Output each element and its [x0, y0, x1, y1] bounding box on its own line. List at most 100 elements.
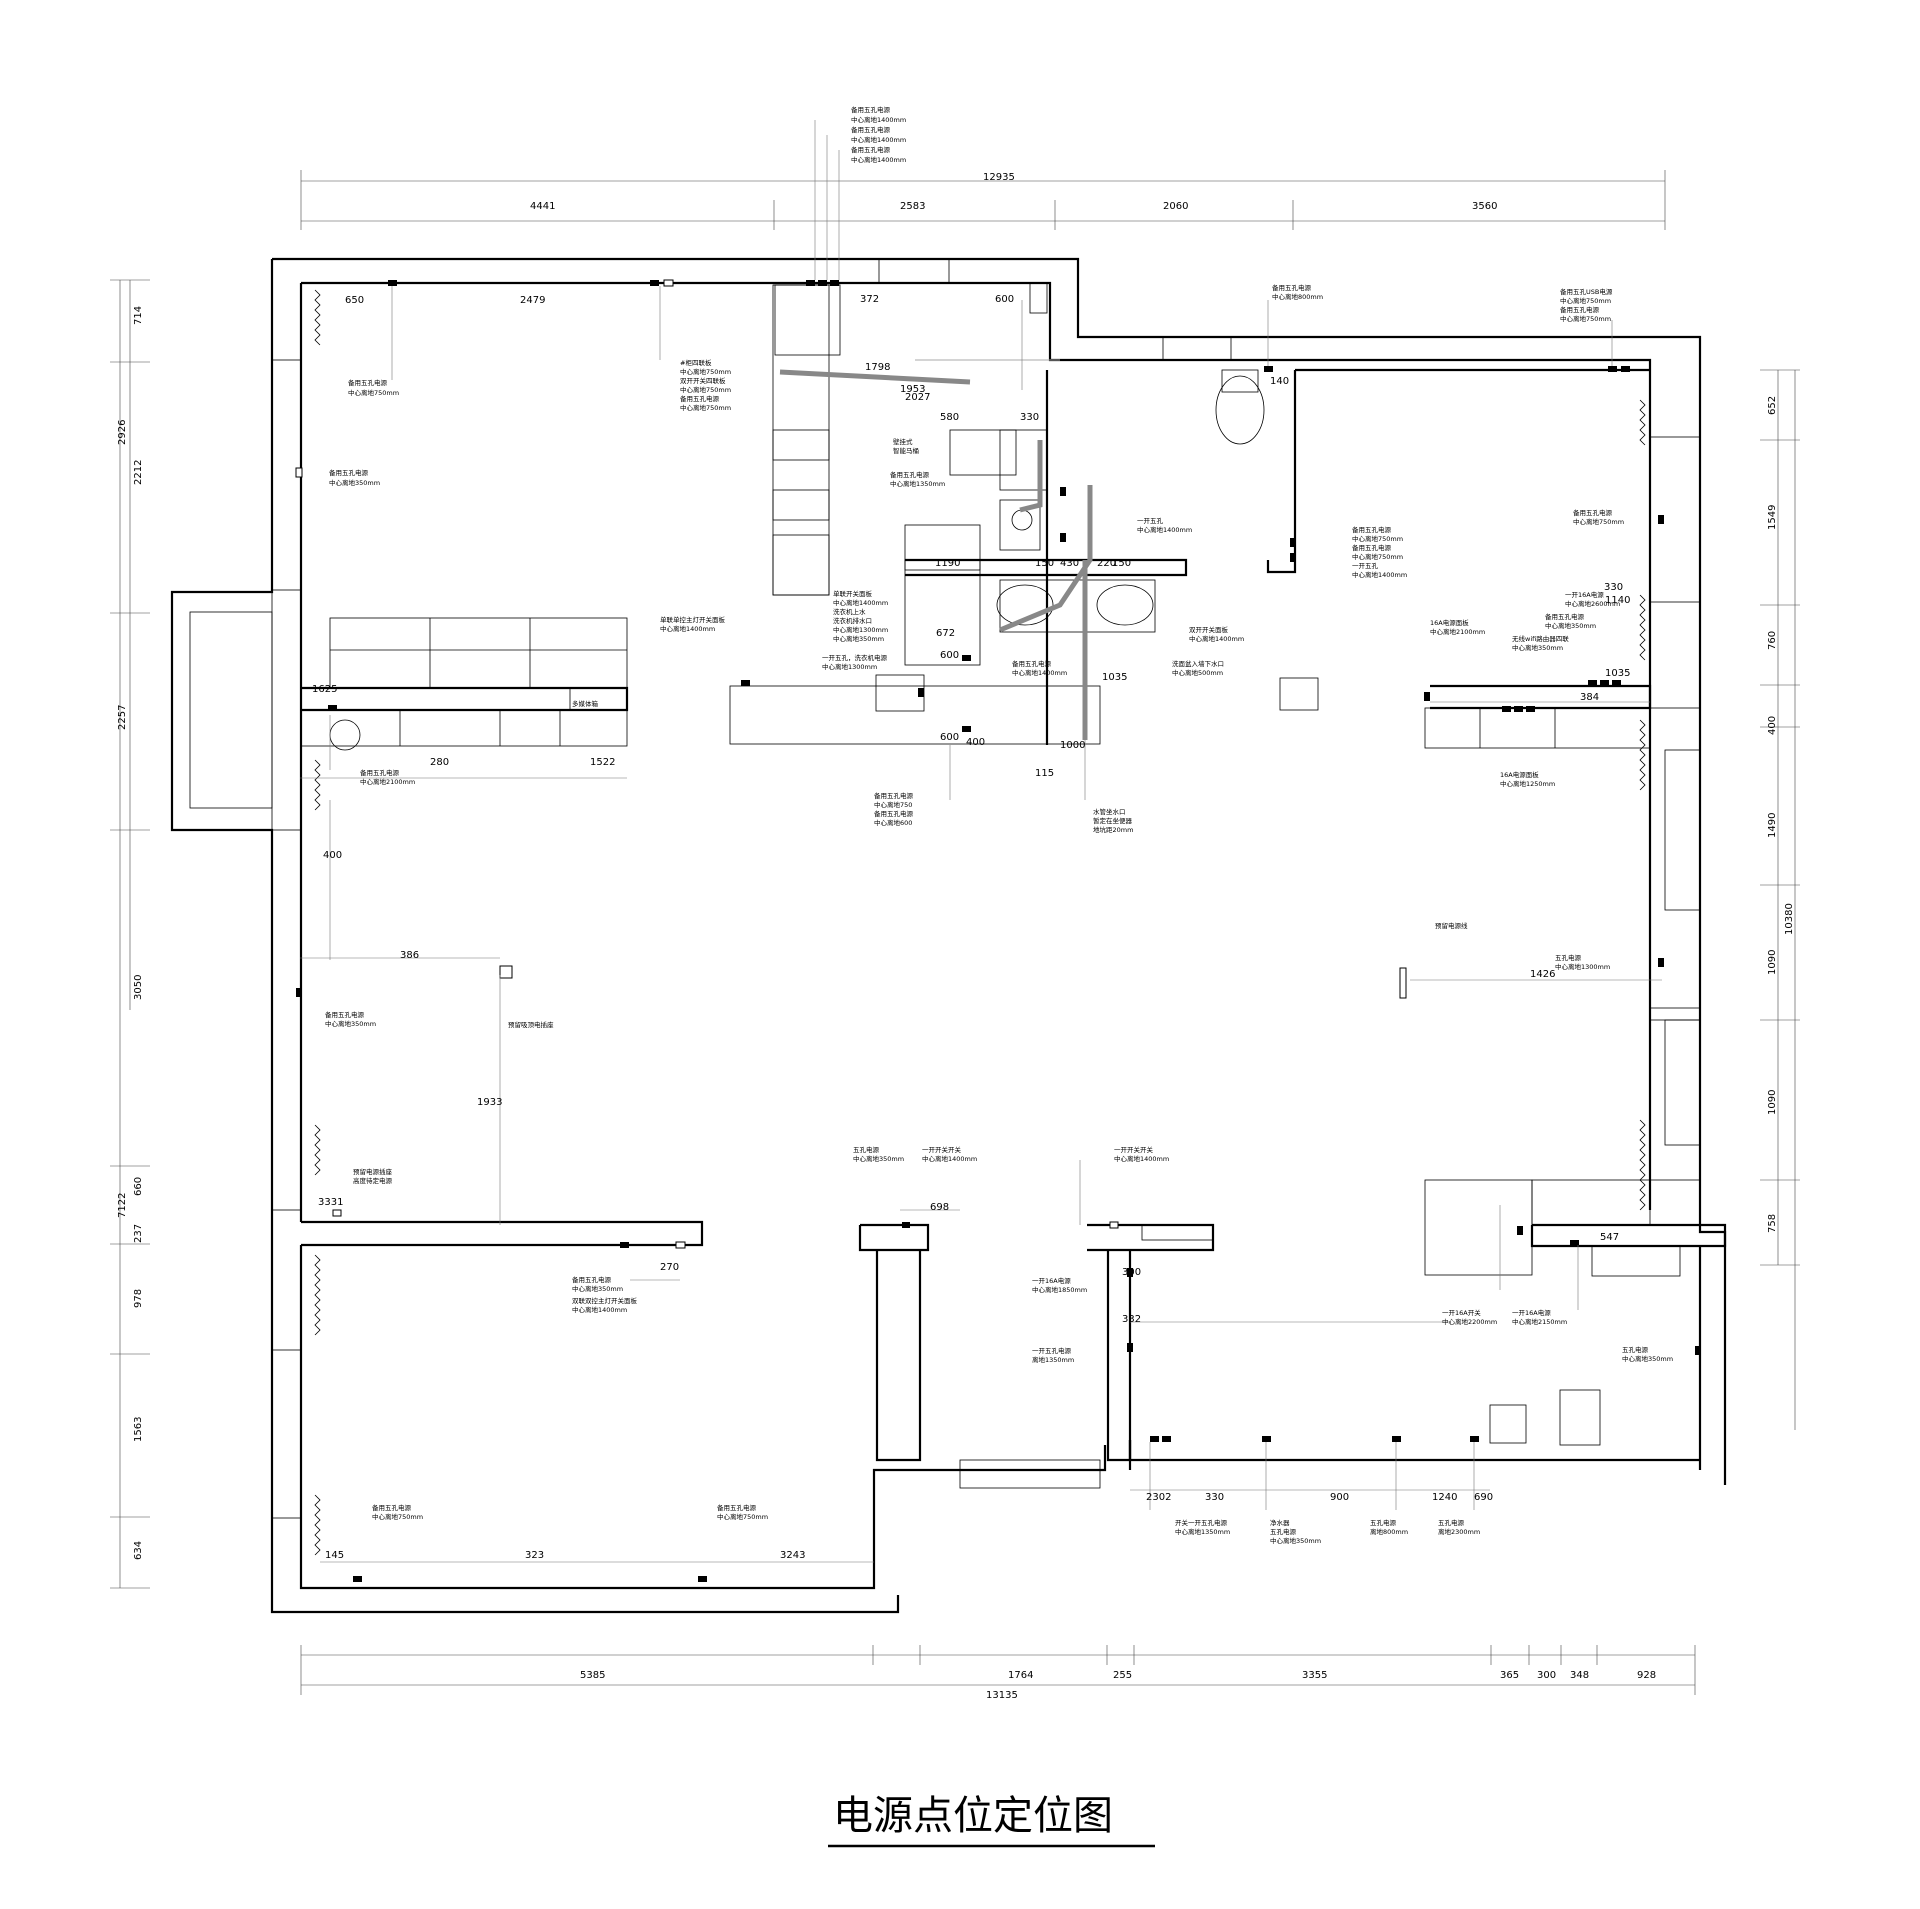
- dim-inner: 330: [1205, 1492, 1224, 1503]
- note-a41: 五孔电源: [1438, 1518, 1465, 1527]
- dim-bottom-seg: 255: [1113, 1670, 1132, 1681]
- dim-left-lower: 634: [133, 1541, 144, 1560]
- note-a10: 备用五孔电源: [1012, 659, 1052, 668]
- note-top-outlets: 中心离地1400mm: [851, 115, 906, 124]
- dim-left-lower: 660: [133, 1177, 144, 1196]
- note-a33: 中心离地1850mm: [1032, 1285, 1087, 1294]
- dim-inner: 650: [345, 295, 364, 306]
- dim-inner: 323: [525, 1550, 544, 1561]
- note-a34: 离地1350mm: [1032, 1355, 1074, 1364]
- inner-walls: [271, 282, 1727, 1519]
- note-a2: 中心离地350mm: [329, 478, 380, 487]
- note-a12: 洗面盆入墙下水口: [1172, 659, 1224, 668]
- note-a19: 中心离地800mm: [1272, 292, 1323, 301]
- dim-inner: 1426: [1530, 969, 1555, 980]
- note-a40: 离地800mm: [1370, 1527, 1408, 1536]
- note-a32: 中心离地1400mm: [572, 1305, 627, 1314]
- dimension-left: 714 2926 2212 2257 3050 7122 660 237 978…: [110, 279, 150, 1589]
- note-a39: 净水器: [1270, 1518, 1290, 1527]
- dim-inner: 220: [1097, 558, 1116, 569]
- note-a5: 备用五孔电源: [890, 470, 930, 479]
- dim-bottom-seg: 1764: [1008, 1670, 1033, 1681]
- note-a43: 中心离地750mm: [717, 1512, 768, 1521]
- note-top-outlets: 中心离地1400mm: [851, 155, 906, 164]
- multimedia-box-label: 多媒体箱: [572, 699, 599, 708]
- dim-left-upper: 714: [133, 306, 144, 325]
- drawing-title-block: 电源点位定位图: [828, 1793, 1155, 1848]
- note-a6: 单联开关面板: [833, 589, 873, 598]
- note-a12: 中心离地500mm: [1172, 668, 1223, 677]
- dim-top-seg: 2060: [1163, 201, 1188, 212]
- note-a26: 中心离地1250mm: [1500, 779, 1555, 788]
- dim-inner: 386: [400, 950, 419, 961]
- note-a3: 备用五孔电源: [680, 394, 720, 403]
- drawing-title: 电源点位定位图: [833, 1793, 1113, 1839]
- note-a20: 备用五孔电源: [1352, 543, 1392, 552]
- note-a23: 中心离地1400mm: [1352, 570, 1407, 579]
- note-a35: 一开16A开关: [1442, 1308, 1481, 1317]
- dim-bottom-seg: 300: [1537, 1670, 1556, 1681]
- dim-inner: 580: [940, 412, 959, 423]
- note-a14: 水管坐水口: [1093, 807, 1126, 816]
- dim-inner: 2302: [1146, 1492, 1171, 1503]
- outlet-symbols: [295, 279, 1701, 1582]
- note-a30: 中心离地1400mm: [922, 1154, 977, 1163]
- note-a29: 中心离地350mm: [853, 1154, 904, 1163]
- note-a38: 中心离地1350mm: [1175, 1527, 1230, 1536]
- note-a42: 中心离地750mm: [372, 1512, 423, 1521]
- note-a1: 中心离地750mm: [348, 388, 399, 397]
- dim-inner: 1933: [477, 1097, 502, 1108]
- note-a39: 中心离地350mm: [1270, 1536, 1321, 1545]
- note-a8: 单联单控主灯开关面板: [660, 615, 726, 624]
- note-a17: 预留电源插座: [353, 1167, 393, 1176]
- note-a25: 无线wifi路由器四联: [1512, 634, 1569, 643]
- note-a32: 双联双控主灯开关面板: [572, 1296, 638, 1305]
- note-a13: 中心离地750: [874, 800, 912, 809]
- note-a20: 备用五孔电源: [1352, 525, 1392, 534]
- note-a15: 备用五孔电源: [360, 768, 400, 777]
- dim-right: 1090: [1767, 950, 1778, 975]
- note-a43: 备用五孔电源: [717, 1503, 757, 1512]
- dim-inner: 1798: [865, 362, 890, 373]
- dimension-bottom: 5385 1764 255 3355 365 300 348 928 13135: [300, 1645, 1696, 1701]
- dim-top-seg: 3560: [1472, 201, 1497, 212]
- note-a22: 备用五孔电源: [1573, 508, 1613, 517]
- note-a2: 备用五孔电源: [329, 468, 369, 477]
- dim-left-lower: 237: [133, 1224, 144, 1243]
- note-a6: 洗衣机上水: [833, 607, 866, 616]
- note-a38: 开关一开五孔电源: [1175, 1518, 1228, 1527]
- note-a11: 双开开关面板: [1189, 625, 1229, 634]
- note-a42: 备用五孔电源: [372, 1503, 412, 1512]
- dim-inner: 698: [930, 1202, 949, 1213]
- dim-inner: 270: [660, 1262, 679, 1273]
- dim-right: 758: [1767, 1214, 1778, 1233]
- dim-inner: 372: [860, 294, 879, 305]
- note-a36: 一开16A电源: [1512, 1308, 1551, 1317]
- dim-inner: 3243: [780, 1550, 805, 1561]
- note-a37: 中心离地350mm: [1622, 1354, 1673, 1363]
- dim-inner: 280: [430, 757, 449, 768]
- note-a22: 中心离地750mm: [1573, 517, 1624, 526]
- dim-left-upper: 2257: [117, 705, 128, 730]
- dim-left-upper: 3050: [133, 975, 144, 1000]
- dim-inner: 2027: [905, 392, 930, 403]
- note-a29: 五孔电源: [853, 1145, 880, 1154]
- dim-left-upper: 2212: [133, 460, 144, 485]
- note-a25: 备用五孔电源: [1545, 612, 1585, 621]
- note-a18: 预留吸顶电插座: [508, 1020, 554, 1029]
- note-a14: 地坑距20mm: [1093, 825, 1133, 834]
- dim-left-lower: 7122: [117, 1193, 128, 1218]
- dim-inner: 2479: [520, 295, 545, 306]
- dim-left-lower: 978: [133, 1289, 144, 1308]
- dim-bottom-seg: 365: [1500, 1670, 1519, 1681]
- note-a31: 一开开关开关: [1114, 1145, 1154, 1154]
- note-a25: 中心离地350mm: [1545, 621, 1596, 630]
- note-a6: 中心离地1300mm: [833, 625, 888, 634]
- note-a21: 中心离地750mm: [1560, 314, 1611, 323]
- note-a24: 16A电源面板: [1430, 618, 1469, 627]
- note-a3: 双开开关四联板: [680, 376, 726, 385]
- dim-right: 652: [1767, 396, 1778, 415]
- annotations: 备用五孔电源 中心离地1400mm 备用五孔电源 中心离地1400mm 备用五孔…: [312, 105, 1673, 1561]
- column-icon: [329, 719, 361, 751]
- dim-inner: 600: [940, 732, 959, 743]
